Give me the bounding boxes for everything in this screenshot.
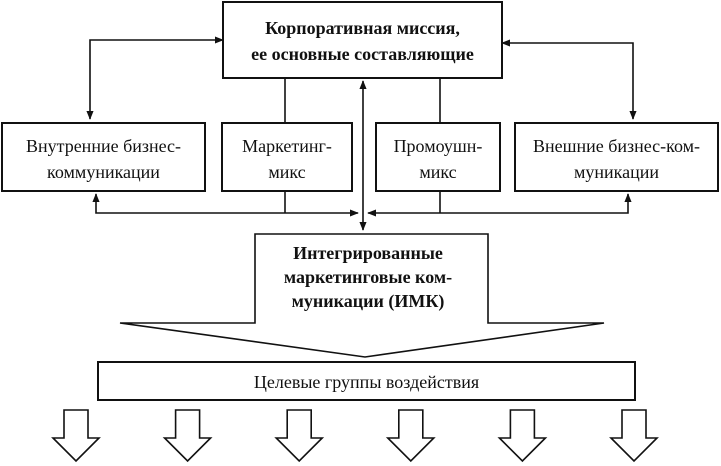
internal-to-mission-arrow [86, 36, 224, 120]
imc-line1: Интегрированные [293, 243, 443, 263]
down-arrow-icon [274, 409, 325, 463]
imc-arrow: Интегрированные маркетинговые ком- муник… [119, 233, 605, 358]
internal-bottom-arrow [92, 193, 359, 217]
down-arrow-icon [162, 409, 213, 463]
down-arrow-icon [497, 409, 548, 463]
connectors [86, 36, 637, 231]
marketing-mix-line2: микс [268, 162, 305, 182]
down-arrow-icon [385, 409, 436, 463]
internal-comms-box: Внутренние бизнес- коммуникации [1, 122, 206, 192]
marketing-mix-box: Маркетинг- микс [221, 122, 353, 192]
imc-line2: маркетинговые ком- [284, 267, 452, 287]
external-to-mission-arrow [501, 39, 637, 120]
mission-box: Корпоративная миссия, ее основные состав… [222, 1, 503, 79]
mission-title-line2: ее основные составляющие [251, 44, 474, 64]
mission-title-line1: Корпоративная миссия, [265, 18, 460, 38]
down-arrow-icon [51, 409, 101, 463]
target-down-arrows [51, 409, 659, 463]
marketing-mix-line1: Маркетинг- [242, 136, 332, 156]
imc-line3: муникации (ИМК) [292, 291, 445, 312]
target-groups-box: Целевые группы воздействия [97, 361, 636, 401]
target-groups-label: Целевые группы воздействия [254, 372, 479, 392]
promo-mix-line1: Промоушн- [394, 136, 483, 156]
external-comms-box: Внешние бизнес-ком- муникации [514, 122, 719, 192]
external-comms-line2: муникации [574, 162, 659, 182]
internal-comms-line2: коммуникации [47, 162, 160, 182]
internal-comms-line1: Внутренние бизнес- [26, 136, 181, 156]
down-arrow-icon [609, 409, 659, 463]
external-bottom-arrow [367, 193, 632, 217]
promo-mix-line2: микс [419, 162, 456, 182]
external-comms-line1: Внешние бизнес-ком- [533, 136, 700, 156]
promo-mix-box: Промоушн- микс [375, 122, 501, 192]
